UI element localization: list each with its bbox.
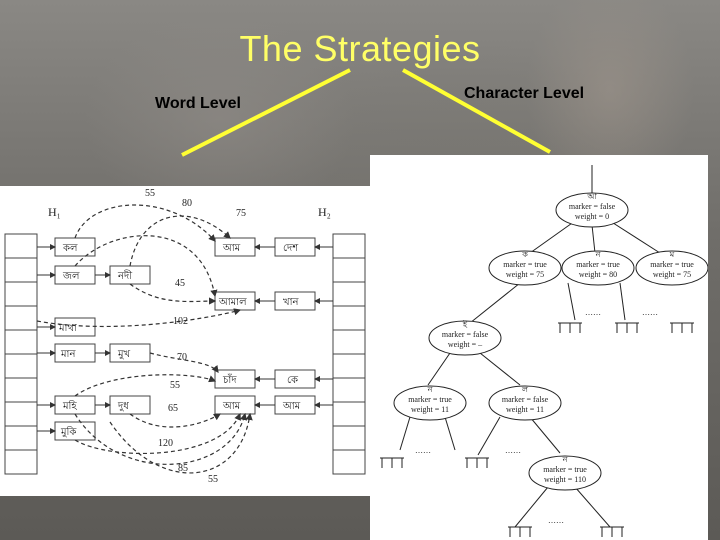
right-hash-table [332, 233, 366, 475]
word-text: মাথা [58, 323, 78, 334]
word-text: আম [282, 401, 301, 412]
ellipsis: …… [642, 308, 658, 317]
trie-node [428, 320, 502, 356]
word-text: আম [222, 243, 241, 254]
node-char: ই [462, 320, 468, 329]
word-text: আম [222, 401, 241, 412]
edge-weight: 102 [173, 316, 188, 327]
node-marker: marker = true [576, 260, 620, 269]
node-weight: weight = 110 [544, 475, 586, 484]
word-text: মুকি [60, 426, 77, 438]
word-text: কল [62, 243, 78, 254]
node-marker: marker = true [650, 260, 694, 269]
edge-weight: 75 [236, 208, 246, 219]
word-text: কে [287, 375, 299, 386]
edge-weight: 120 [158, 438, 173, 449]
leaf-brackets [380, 322, 694, 537]
node-marker: marker = false [502, 395, 549, 404]
node-marker: marker = true [408, 395, 452, 404]
ellipsis: …… [548, 516, 564, 525]
trie-node [528, 455, 602, 491]
word-text: দুধ [117, 401, 129, 412]
character-level-label: Character Level [464, 85, 585, 102]
h1-header: H₁ [48, 205, 61, 219]
word-text: জল [62, 271, 80, 282]
edge-weight: 55 [208, 474, 218, 485]
node-weight: weight = 11 [411, 405, 449, 414]
node-weight: weight = 75 [506, 270, 544, 279]
word-text: আমাল [218, 297, 247, 308]
word-text: খান [283, 297, 299, 308]
bigram-edges [36, 204, 253, 474]
trie-root-node [555, 192, 629, 228]
word-text: মহি [62, 400, 77, 412]
node-char: আ [586, 192, 597, 201]
node-marker: marker = false [569, 202, 616, 211]
slide-title: The Strategies [239, 28, 481, 69]
node-weight: weight = 80 [579, 270, 617, 279]
node-weight: weight = – [448, 340, 483, 349]
h2-header: H₂ [318, 205, 331, 219]
edge-weight: 80 [182, 198, 192, 209]
node-char: ক [521, 250, 528, 259]
edge-weight: 85 [178, 463, 188, 474]
word-level-label: Word Level [155, 95, 241, 112]
word-text: দেশ [283, 243, 299, 254]
trie-node [561, 250, 635, 286]
node-char: ন [595, 250, 601, 259]
trie-edges [399, 165, 661, 528]
word-text: চাঁদ [222, 373, 237, 386]
node-marker: marker = false [442, 330, 489, 339]
edge-weight: 55 [145, 188, 155, 199]
trie-node [488, 385, 562, 421]
edge-weight: 55 [170, 380, 180, 391]
trie-node [635, 250, 708, 286]
character-level-figure: আ marker = false weight = 0 ক marker = t… [370, 155, 708, 540]
left-hash-table [4, 233, 38, 475]
node-marker: marker = true [543, 465, 587, 474]
word-text: মান [60, 349, 76, 360]
node-char: ল [521, 385, 529, 394]
node-char: ন [562, 455, 568, 464]
node-char: ন [427, 385, 433, 394]
node-char: ম [669, 250, 675, 259]
word-text: মুখ [117, 349, 131, 360]
trie-node [488, 250, 562, 286]
node-weight: weight = 11 [506, 405, 544, 414]
edge-weight: 65 [168, 403, 178, 414]
node-weight: weight = 0 [575, 212, 609, 221]
edge-weight: 70 [177, 352, 187, 363]
trie-node [393, 385, 467, 421]
word-text: নদী [117, 269, 132, 282]
node-weight: weight = 75 [653, 270, 691, 279]
edge-weight: 45 [175, 278, 185, 289]
ellipsis: …… [415, 446, 431, 455]
word-box [109, 395, 151, 415]
ellipsis: …… [585, 308, 601, 317]
word-level-figure: H₁ H₂ [0, 186, 370, 496]
node-marker: marker = true [503, 260, 547, 269]
ellipsis: …… [505, 446, 521, 455]
